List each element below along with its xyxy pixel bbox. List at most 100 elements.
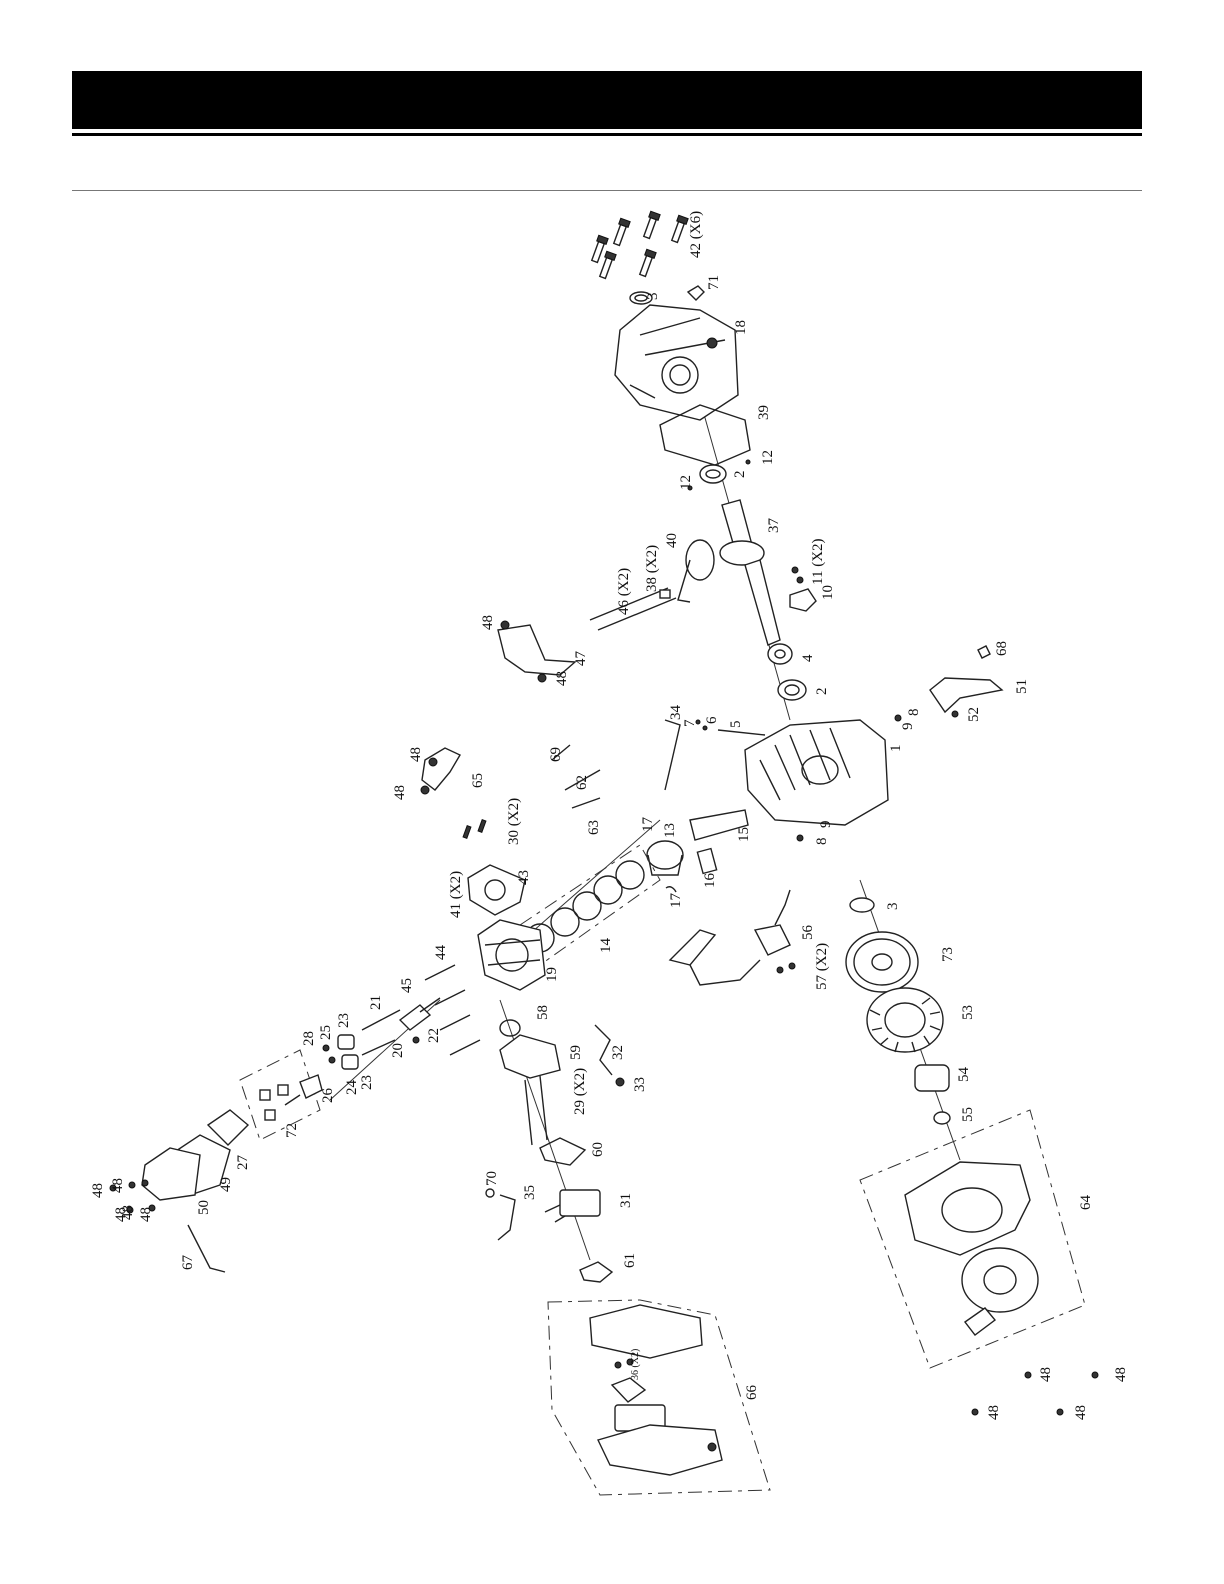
fuel-valve-56 bbox=[668, 889, 791, 986]
part-label-40: 40 bbox=[664, 533, 680, 548]
part-label-65: 65 bbox=[470, 773, 486, 788]
part-label-2b: 2 bbox=[814, 688, 830, 696]
part-label-72: 72 bbox=[284, 1123, 300, 1138]
part-28 bbox=[322, 1044, 330, 1052]
part-label-17a: 17 bbox=[640, 817, 656, 833]
part-label-27: 27 bbox=[235, 1155, 251, 1171]
stud-29a bbox=[524, 1079, 533, 1146]
part-label-9b: 9 bbox=[818, 821, 834, 829]
blower-housing-64 bbox=[859, 1109, 1086, 1369]
part-label-42: 42 (X6) bbox=[688, 211, 704, 258]
part-label-38: 38 (X2) bbox=[644, 545, 660, 592]
link-63 bbox=[571, 797, 601, 809]
part-label-13: 13 bbox=[662, 823, 678, 838]
bolt-48a bbox=[500, 620, 510, 630]
part-label-71: 71 bbox=[706, 275, 722, 290]
camshaft-40 bbox=[677, 539, 715, 603]
part-label-37: 37 bbox=[766, 518, 782, 534]
part-label-31: 31 bbox=[618, 1193, 634, 1208]
gasket-58 bbox=[499, 1019, 521, 1037]
part-label-34: 34 bbox=[668, 705, 684, 721]
cylinder-head-19 bbox=[477, 919, 546, 991]
clamp-33 bbox=[615, 1077, 625, 1087]
part-label-73: 73 bbox=[940, 947, 956, 962]
part-label-48m: 48 bbox=[1073, 1405, 1089, 1420]
bolt-48d bbox=[420, 785, 430, 795]
part-label-3a: 3 bbox=[645, 293, 661, 301]
part-label-56: 56 bbox=[800, 925, 816, 941]
valve-cover-50 bbox=[141, 1147, 201, 1201]
part-label-53: 53 bbox=[960, 1005, 976, 1020]
piston-13 bbox=[646, 840, 684, 876]
part-label-9a: 9 bbox=[900, 723, 916, 731]
pin-30b bbox=[477, 819, 487, 833]
bracket-47 bbox=[497, 624, 577, 676]
bolt-48h bbox=[126, 1206, 134, 1214]
clamp-70 bbox=[485, 1188, 495, 1198]
bolt-8a bbox=[894, 714, 902, 722]
part-label-21: 21 bbox=[368, 995, 384, 1010]
part-label-43: 43 bbox=[516, 870, 532, 885]
part-label-45: 45 bbox=[399, 978, 415, 993]
part-label-63: 63 bbox=[586, 820, 602, 835]
part-label-26: 26 bbox=[320, 1088, 336, 1104]
shaft-5 bbox=[717, 729, 766, 736]
clip-68 bbox=[977, 645, 991, 659]
gasket-61 bbox=[579, 1261, 614, 1283]
bolts-44 bbox=[424, 964, 481, 1056]
oil-seal-top bbox=[629, 291, 653, 305]
part-label-19: 19 bbox=[544, 967, 560, 982]
breather-27 bbox=[206, 1109, 250, 1146]
part-label-62: 62 bbox=[574, 775, 590, 790]
part-label-68: 68 bbox=[994, 641, 1010, 656]
valve-20 bbox=[361, 1039, 396, 1056]
air-filter-66 bbox=[547, 1299, 771, 1496]
bearing-2-top bbox=[699, 464, 727, 484]
part-label-44: 44 bbox=[433, 945, 449, 961]
gear-4 bbox=[767, 643, 793, 665]
fan-53 bbox=[866, 987, 944, 1053]
part-22 bbox=[412, 1036, 420, 1044]
part-label-17b: 17 bbox=[668, 893, 684, 909]
part-label-16: 16 bbox=[702, 873, 718, 889]
bearing-2-lower-inner bbox=[784, 684, 800, 696]
dipstick-part-71 bbox=[686, 285, 705, 301]
part-label-18: 18 bbox=[733, 320, 749, 335]
part-label-29: 29 (X2) bbox=[572, 1068, 588, 1115]
part-label-20: 20 bbox=[390, 1043, 406, 1058]
bracket-51 bbox=[929, 677, 1004, 714]
bolt-11b bbox=[796, 576, 804, 584]
part-label-60: 60 bbox=[590, 1142, 606, 1157]
part-label-48b: 48 bbox=[554, 671, 570, 686]
key-12a bbox=[745, 459, 751, 465]
gasket-60 bbox=[539, 1137, 587, 1166]
clip-17b bbox=[665, 886, 677, 893]
part-24 bbox=[328, 1056, 336, 1064]
part-label-58: 58 bbox=[535, 1005, 551, 1020]
part-label-54: 54 bbox=[956, 1067, 972, 1083]
part-label-48l: 48 bbox=[986, 1405, 1002, 1420]
crankshaft-37 bbox=[719, 499, 781, 646]
part-label-48c: 48 bbox=[408, 747, 424, 762]
part-label-36: 36 (X2) bbox=[630, 1349, 641, 1380]
part-label-55: 55 bbox=[960, 1107, 976, 1122]
part-label-14: 14 bbox=[598, 938, 614, 954]
carburetor-31 bbox=[544, 1189, 601, 1223]
part-label-50: 50 bbox=[196, 1200, 212, 1215]
part-label-2a: 2 bbox=[732, 471, 748, 479]
part-label-10: 10 bbox=[820, 585, 836, 600]
bolt-48b bbox=[537, 673, 547, 683]
part-label-69: 69 bbox=[548, 747, 564, 762]
pushrod-46b bbox=[597, 597, 677, 631]
part-label-7: 7 bbox=[682, 719, 698, 727]
connecting-rod-15 bbox=[689, 809, 749, 841]
gasket-43-hole bbox=[484, 879, 506, 901]
part-label-24: 24 bbox=[344, 1080, 360, 1096]
part-label-1: 1 bbox=[888, 745, 904, 753]
bolt-48k bbox=[1091, 1371, 1099, 1379]
gear-4-hub bbox=[774, 649, 786, 659]
piston-pin-16 bbox=[696, 847, 718, 875]
part-label-8a: 8 bbox=[906, 709, 922, 717]
